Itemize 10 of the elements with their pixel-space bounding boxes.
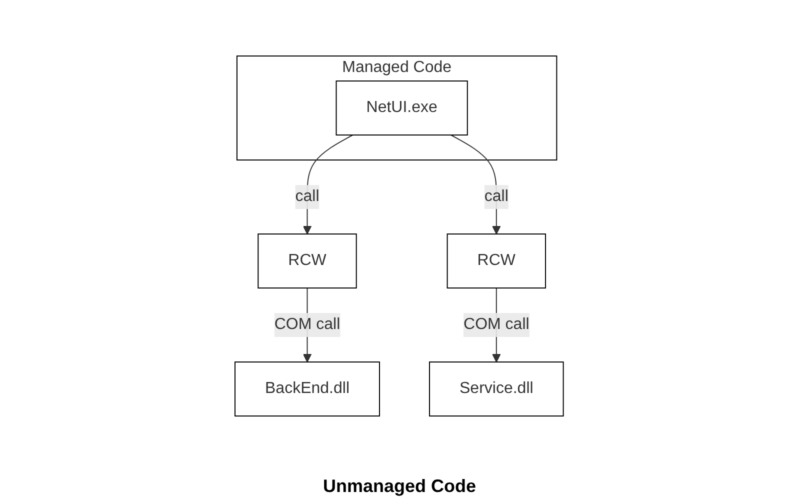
edge-label: COM call <box>464 316 530 333</box>
region-label: Unmanaged Code <box>322 476 476 496</box>
edge-label: call <box>296 188 320 205</box>
edge-label: COM call <box>274 316 340 333</box>
node-box: Service.dll <box>429 362 564 416</box>
edge-label: call <box>484 188 509 205</box>
node-box: BackEnd.dll <box>234 362 380 416</box>
node-box: NetUI.exe <box>336 80 468 136</box>
node-box: RCW <box>447 234 546 288</box>
node-box: RCW <box>258 234 358 288</box>
